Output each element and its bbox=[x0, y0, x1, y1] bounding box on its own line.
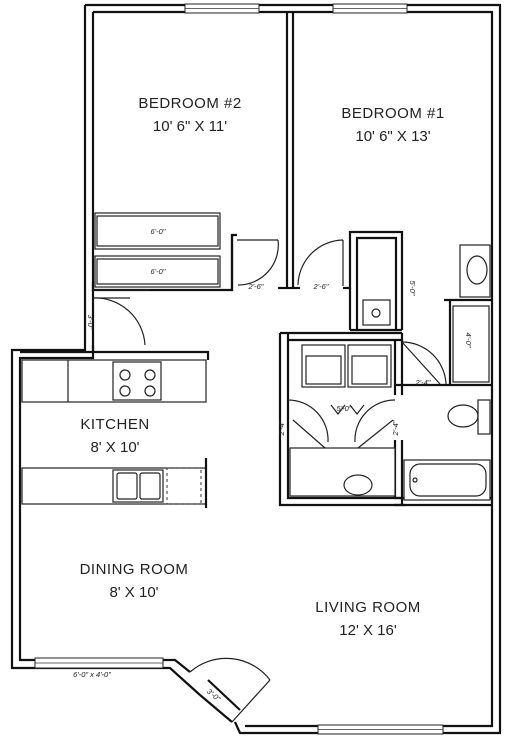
room-labels: BEDROOM #2 10' 6" X 11' BEDROOM #1 10' 6… bbox=[80, 95, 445, 639]
dim-door-entry-side: 3'-0" bbox=[86, 315, 95, 330]
dim-closet-bedroom1: 5'-0" bbox=[408, 281, 417, 296]
dim-closet-bath: 4'-0" bbox=[464, 333, 473, 348]
bath-fixtures bbox=[289, 244, 491, 501]
dim-door-bedroom1: 2'-6" bbox=[313, 282, 329, 291]
bedroom2-size: 10' 6" X 11' bbox=[153, 118, 227, 135]
bedroom2-name: BEDROOM #2 bbox=[138, 95, 241, 112]
bathtub-icon bbox=[403, 459, 491, 501]
dim-door-bath: 2'-4" bbox=[415, 378, 431, 387]
bedroom2-closets bbox=[94, 212, 221, 288]
kitchen-name: KITCHEN bbox=[80, 416, 149, 433]
dim-door-laundry-right: 2'-4" bbox=[391, 420, 400, 436]
windows bbox=[34, 3, 444, 735]
dim-door-laundry-left: 2'-4" bbox=[277, 420, 286, 436]
dim-closet-upper: 6'-0" bbox=[151, 227, 166, 236]
dim-window-dining: 6'-0" x 4'-0" bbox=[73, 670, 111, 679]
dim-door-bedroom2: 2'-6" bbox=[248, 282, 264, 291]
living-name: LIVING ROOM bbox=[315, 599, 421, 616]
bath-sink-icon bbox=[343, 474, 373, 496]
bedroom1-name: BEDROOM #1 bbox=[341, 105, 444, 122]
sink-icon bbox=[112, 469, 164, 503]
dining-name: DINING ROOM bbox=[80, 561, 189, 578]
kitchen-fixtures bbox=[21, 359, 208, 508]
dim-closet-lower: 6'-0" bbox=[151, 267, 166, 276]
doors bbox=[92, 239, 447, 723]
dim-door-laundry-bifold: 5'-0" bbox=[337, 404, 352, 413]
bedroom1-size: 10' 6" X 13' bbox=[355, 128, 430, 145]
toilet-icon bbox=[477, 399, 491, 435]
living-size: 12' X 16' bbox=[339, 622, 397, 639]
dining-size: 8' X 10' bbox=[109, 584, 158, 601]
kitchen-size: 8' X 10' bbox=[90, 439, 139, 456]
interior-walls bbox=[20, 12, 492, 507]
bathroom-sink-icon bbox=[459, 244, 491, 298]
dryer-icon bbox=[347, 344, 392, 388]
washer-icon bbox=[301, 344, 346, 388]
